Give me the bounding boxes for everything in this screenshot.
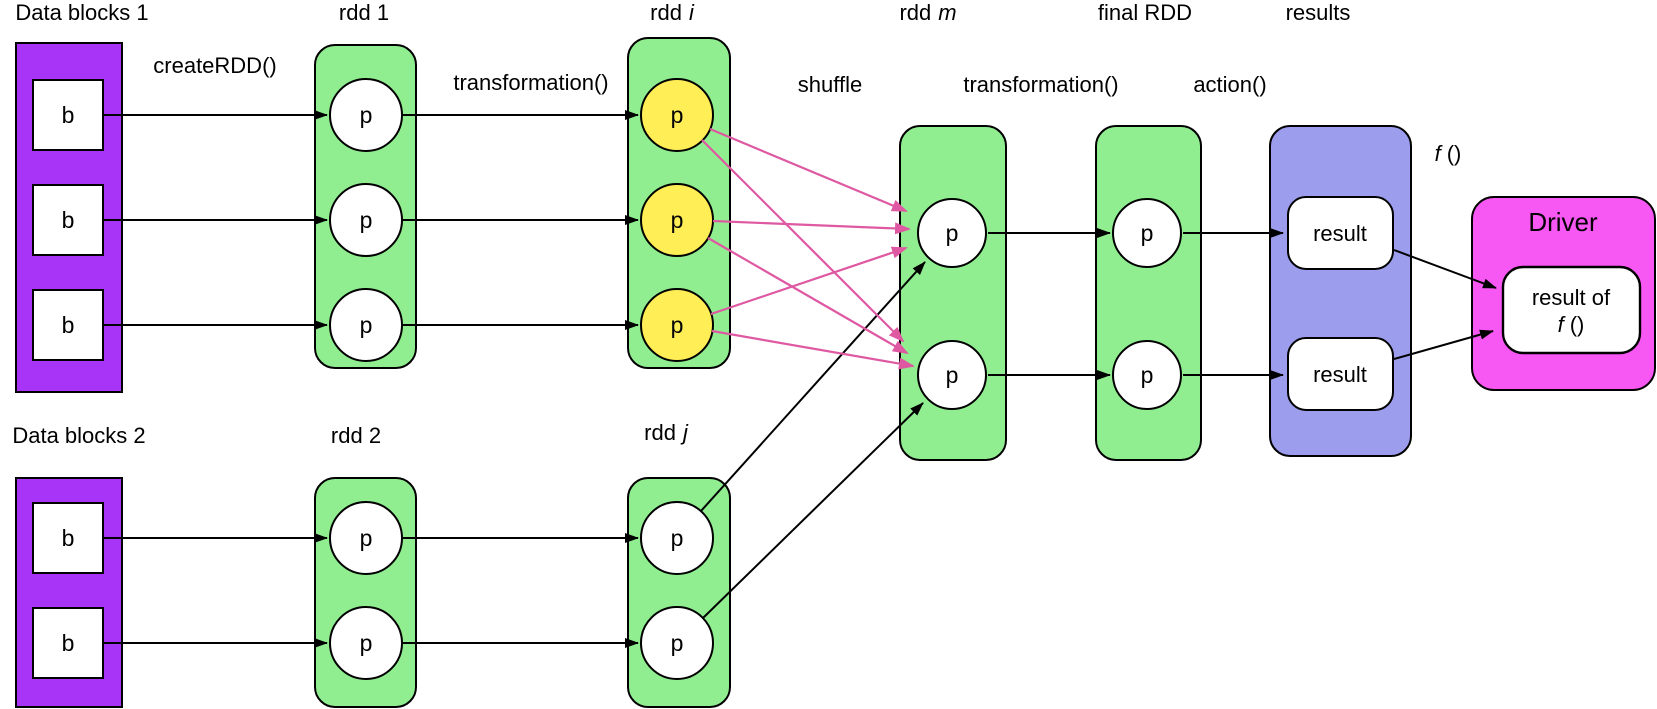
result-of-f-node <box>1501 265 1642 355</box>
result-2-label: result <box>1313 362 1367 387</box>
driver-title: Driver <box>1528 207 1598 237</box>
rdd-2-p1-label: p <box>360 525 373 551</box>
rdd-m-p2-label: p <box>946 362 959 388</box>
label-rdd-1: rdd 1 <box>339 0 389 25</box>
block-b1-label: b <box>62 102 75 128</box>
label-f-func-var: f <box>1435 141 1444 166</box>
label-final-rdd: final RDD <box>1098 0 1192 25</box>
label-rdd-j-prefix: rdd <box>644 420 676 445</box>
rdd-j-partition-2 <box>640 606 714 680</box>
driver-group: Driver result of f() <box>1471 196 1656 391</box>
label-transformation-2: transformation() <box>963 72 1118 97</box>
result-of-f-var: f <box>1558 312 1567 337</box>
shuffle-arrow-i1-to-m2 <box>701 139 905 343</box>
block-b5-label: b <box>62 630 75 656</box>
rdd-i-partition-2 <box>640 183 714 257</box>
rdd-2-group: p p <box>314 477 417 708</box>
shuffle-arrow-i2-to-m1 <box>712 219 911 235</box>
rdd-i-p3-label: p <box>671 312 684 338</box>
result-of-f-line2: f() <box>1558 312 1585 337</box>
final-rdd-partition-2 <box>1112 340 1182 410</box>
data-blocks-1-group: b b b <box>15 42 123 393</box>
rdd-j-p1-label: p <box>671 525 684 551</box>
rdd-i-partition-1 <box>640 78 714 152</box>
label-action: action() <box>1193 72 1266 97</box>
label-transformation-1: transformation() <box>453 70 608 95</box>
label-rdd-j-var: j <box>680 420 689 445</box>
rdd-1-p1-label: p <box>360 102 373 128</box>
rdd-m-partition-2 <box>917 340 987 410</box>
block-b3-label: b <box>62 312 75 338</box>
rdd-1-group: p p p <box>314 44 417 369</box>
result-1-label: result <box>1313 221 1367 246</box>
arrow-result-2-to-driver <box>1393 329 1494 360</box>
rdd-j-p2-label: p <box>671 630 684 656</box>
arrow-rddj-p1-to-rddm-p1 <box>700 261 926 512</box>
label-rdd-i-prefix: rdd <box>650 0 682 25</box>
shuffle-arrow-i2-to-m2 <box>707 237 909 355</box>
shuffle-arrow-i1-to-m1 <box>709 127 908 213</box>
result-node-1 <box>1287 196 1394 270</box>
block-b4 <box>32 502 104 574</box>
final-rdd-p1-label: p <box>1141 220 1154 246</box>
result-node-2 <box>1287 337 1394 411</box>
block-b1 <box>32 79 104 151</box>
label-data-blocks-1: Data blocks 1 <box>15 0 148 25</box>
label-results: results <box>1286 0 1351 25</box>
results-group: result result <box>1269 125 1412 457</box>
rdd-j-group: p p <box>627 477 731 708</box>
rdd-1-p2-label: p <box>360 207 373 233</box>
block-b4-label: b <box>62 525 75 551</box>
label-rdd-i-var: i <box>689 0 695 25</box>
block-b2-label: b <box>62 207 75 233</box>
label-shuffle: shuffle <box>798 72 862 97</box>
data-blocks-2-group: b b <box>15 477 123 708</box>
shuffle-arrow-i3-to-m2 <box>711 329 915 370</box>
result-of-f-line1: result of <box>1532 285 1611 310</box>
rdd-1-p3-label: p <box>360 312 373 338</box>
label-rdd-m-prefix: rdd <box>899 0 931 25</box>
shuffle-arrow-i3-to-m1 <box>710 246 908 316</box>
label-rdd-2: rdd 2 <box>331 423 381 448</box>
result-of-f-parens: () <box>1570 312 1585 337</box>
final-rdd-partition-1 <box>1112 198 1182 268</box>
final-rdd-group: p p <box>1095 125 1202 461</box>
label-f-func: f() <box>1435 141 1462 166</box>
label-create-rdd: createRDD() <box>153 53 276 78</box>
final-rdd-p2-label: p <box>1141 362 1154 388</box>
label-data-blocks-2: Data blocks 2 <box>12 423 145 448</box>
block-b3 <box>32 289 104 361</box>
rdd-i-group: p p p <box>627 37 731 369</box>
rdd-j-partition-1 <box>640 501 714 575</box>
rdd-i-p2-label: p <box>671 207 684 233</box>
rdd-m-partition-1 <box>917 198 987 268</box>
label-f-func-parens: () <box>1447 141 1462 166</box>
rdd-m-group: p p <box>899 125 1007 461</box>
rdd-m-p1-label: p <box>946 220 959 246</box>
arrow-result-1-to-driver <box>1393 249 1497 289</box>
label-rdd-m-var: m <box>938 0 956 25</box>
rdd-2-p2-label: p <box>360 630 373 656</box>
block-b2 <box>32 184 104 256</box>
arrow-rddj-p2-to-rddm-p2 <box>702 402 924 619</box>
rdd-i-p1-label: p <box>671 102 684 128</box>
rdd-i-partition-3 <box>640 288 714 362</box>
